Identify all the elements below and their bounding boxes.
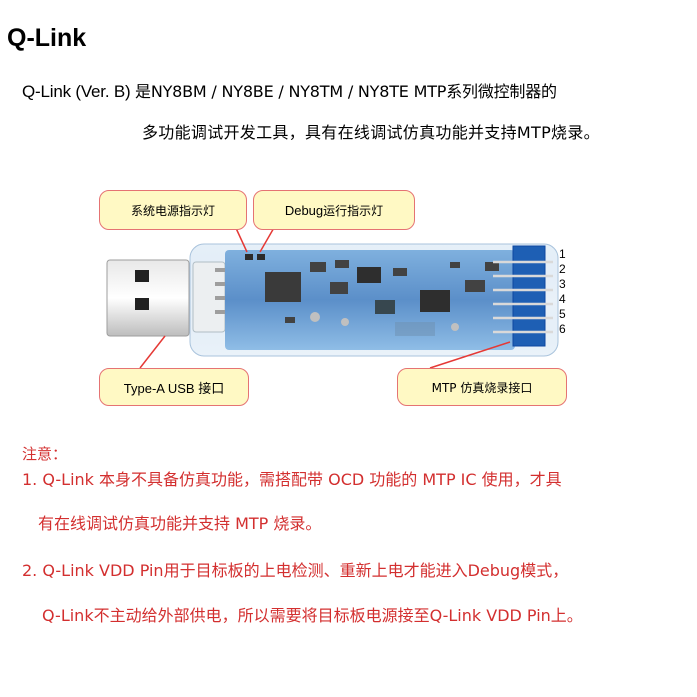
- qlink-device-illustration: 1 2 3 4 5 6: [106, 225, 566, 369]
- pin-number: 3: [559, 277, 566, 291]
- notes-heading: 注意：: [22, 445, 68, 463]
- pin-number: 2: [559, 262, 566, 276]
- note-2-line-2: Q-Link不主动给外部供电，所以需要将目标板电源接至Q-Link VDD Pi…: [42, 606, 583, 625]
- pin-number: 5: [559, 307, 566, 321]
- pin-number: 4: [559, 292, 566, 306]
- page-title: Q-Link: [7, 24, 87, 52]
- note-1-line-1: 1. Q-Link 本身不具备仿真功能，需搭配带 OCD 功能的 MTP IC …: [22, 470, 562, 489]
- pin-number: 6: [559, 322, 566, 336]
- intro-line-1: Q-Link (Ver. B) 是NY8BM / NY8BE / NY8TM /…: [22, 78, 557, 102]
- note-1-line-2: 有在线调试仿真功能并支持 MTP 烧录。: [38, 514, 322, 533]
- intro-line-2: 多功能调试开发工具，具有在线调试仿真功能并支持MTP烧录。: [142, 123, 600, 142]
- pin-number: 1: [559, 247, 566, 261]
- callout-usb-port: Type-A USB 接口: [99, 368, 249, 406]
- intro-description: 是NY8BM / NY8BE / NY8TM / NY8TE MTP系列微控制器…: [135, 82, 557, 101]
- pcb-components: [245, 254, 499, 336]
- usb-hole-bottom: [135, 298, 149, 310]
- intro-product-name: Q-Link (Ver. B): [22, 82, 136, 101]
- power-led: [245, 254, 253, 260]
- usb-plug: [106, 259, 190, 337]
- product-figure: 1 2 3 4 5 6 系统电源指示灯 Debug 运行指示灯 Type-A U…: [95, 182, 580, 417]
- callout-pointers: [139, 225, 511, 369]
- callout-mtp-port: MTP 仿真烧录接口: [397, 368, 567, 406]
- note-2-line-1: 2. Q-Link VDD Pin用于目标板的上电检测、重新上电才能进入Debu…: [22, 561, 569, 580]
- callout-power-led: 系统电源指示灯: [99, 190, 247, 230]
- debug-led: [257, 254, 265, 260]
- usb-hole-top: [135, 270, 149, 282]
- mtp-connector: [493, 245, 553, 347]
- callout-debug-led: Debug 运行指示灯: [253, 190, 415, 230]
